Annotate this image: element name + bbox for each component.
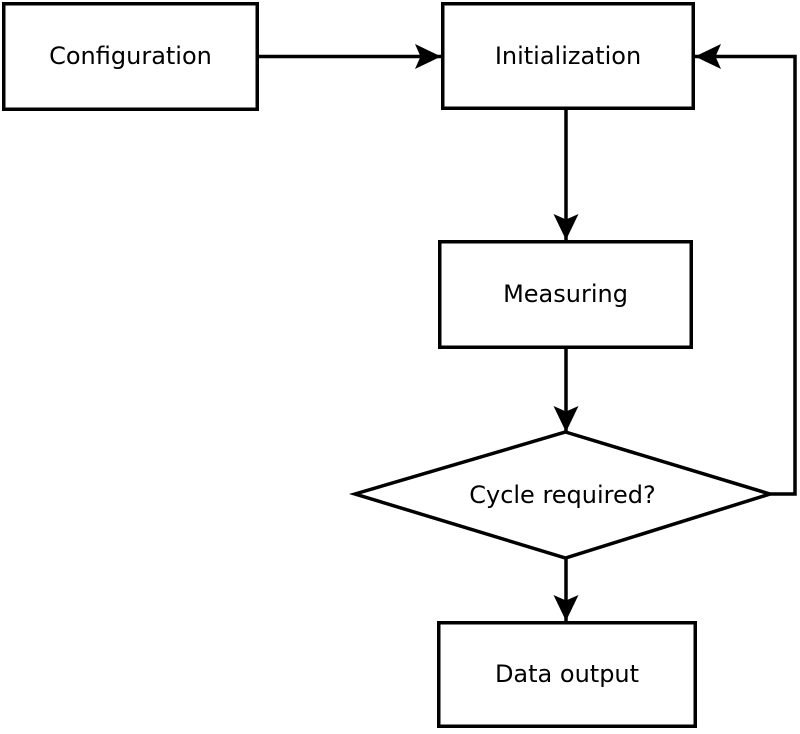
measuring-node-shape xyxy=(438,240,693,349)
initialization-node-shape xyxy=(441,2,695,110)
cycle-required-decision-diamond xyxy=(348,430,776,560)
configuration-node-shape xyxy=(2,2,259,111)
edge-cycle-required-to-initialization-feedback xyxy=(695,44,797,496)
data-output-node-shape xyxy=(437,621,697,728)
